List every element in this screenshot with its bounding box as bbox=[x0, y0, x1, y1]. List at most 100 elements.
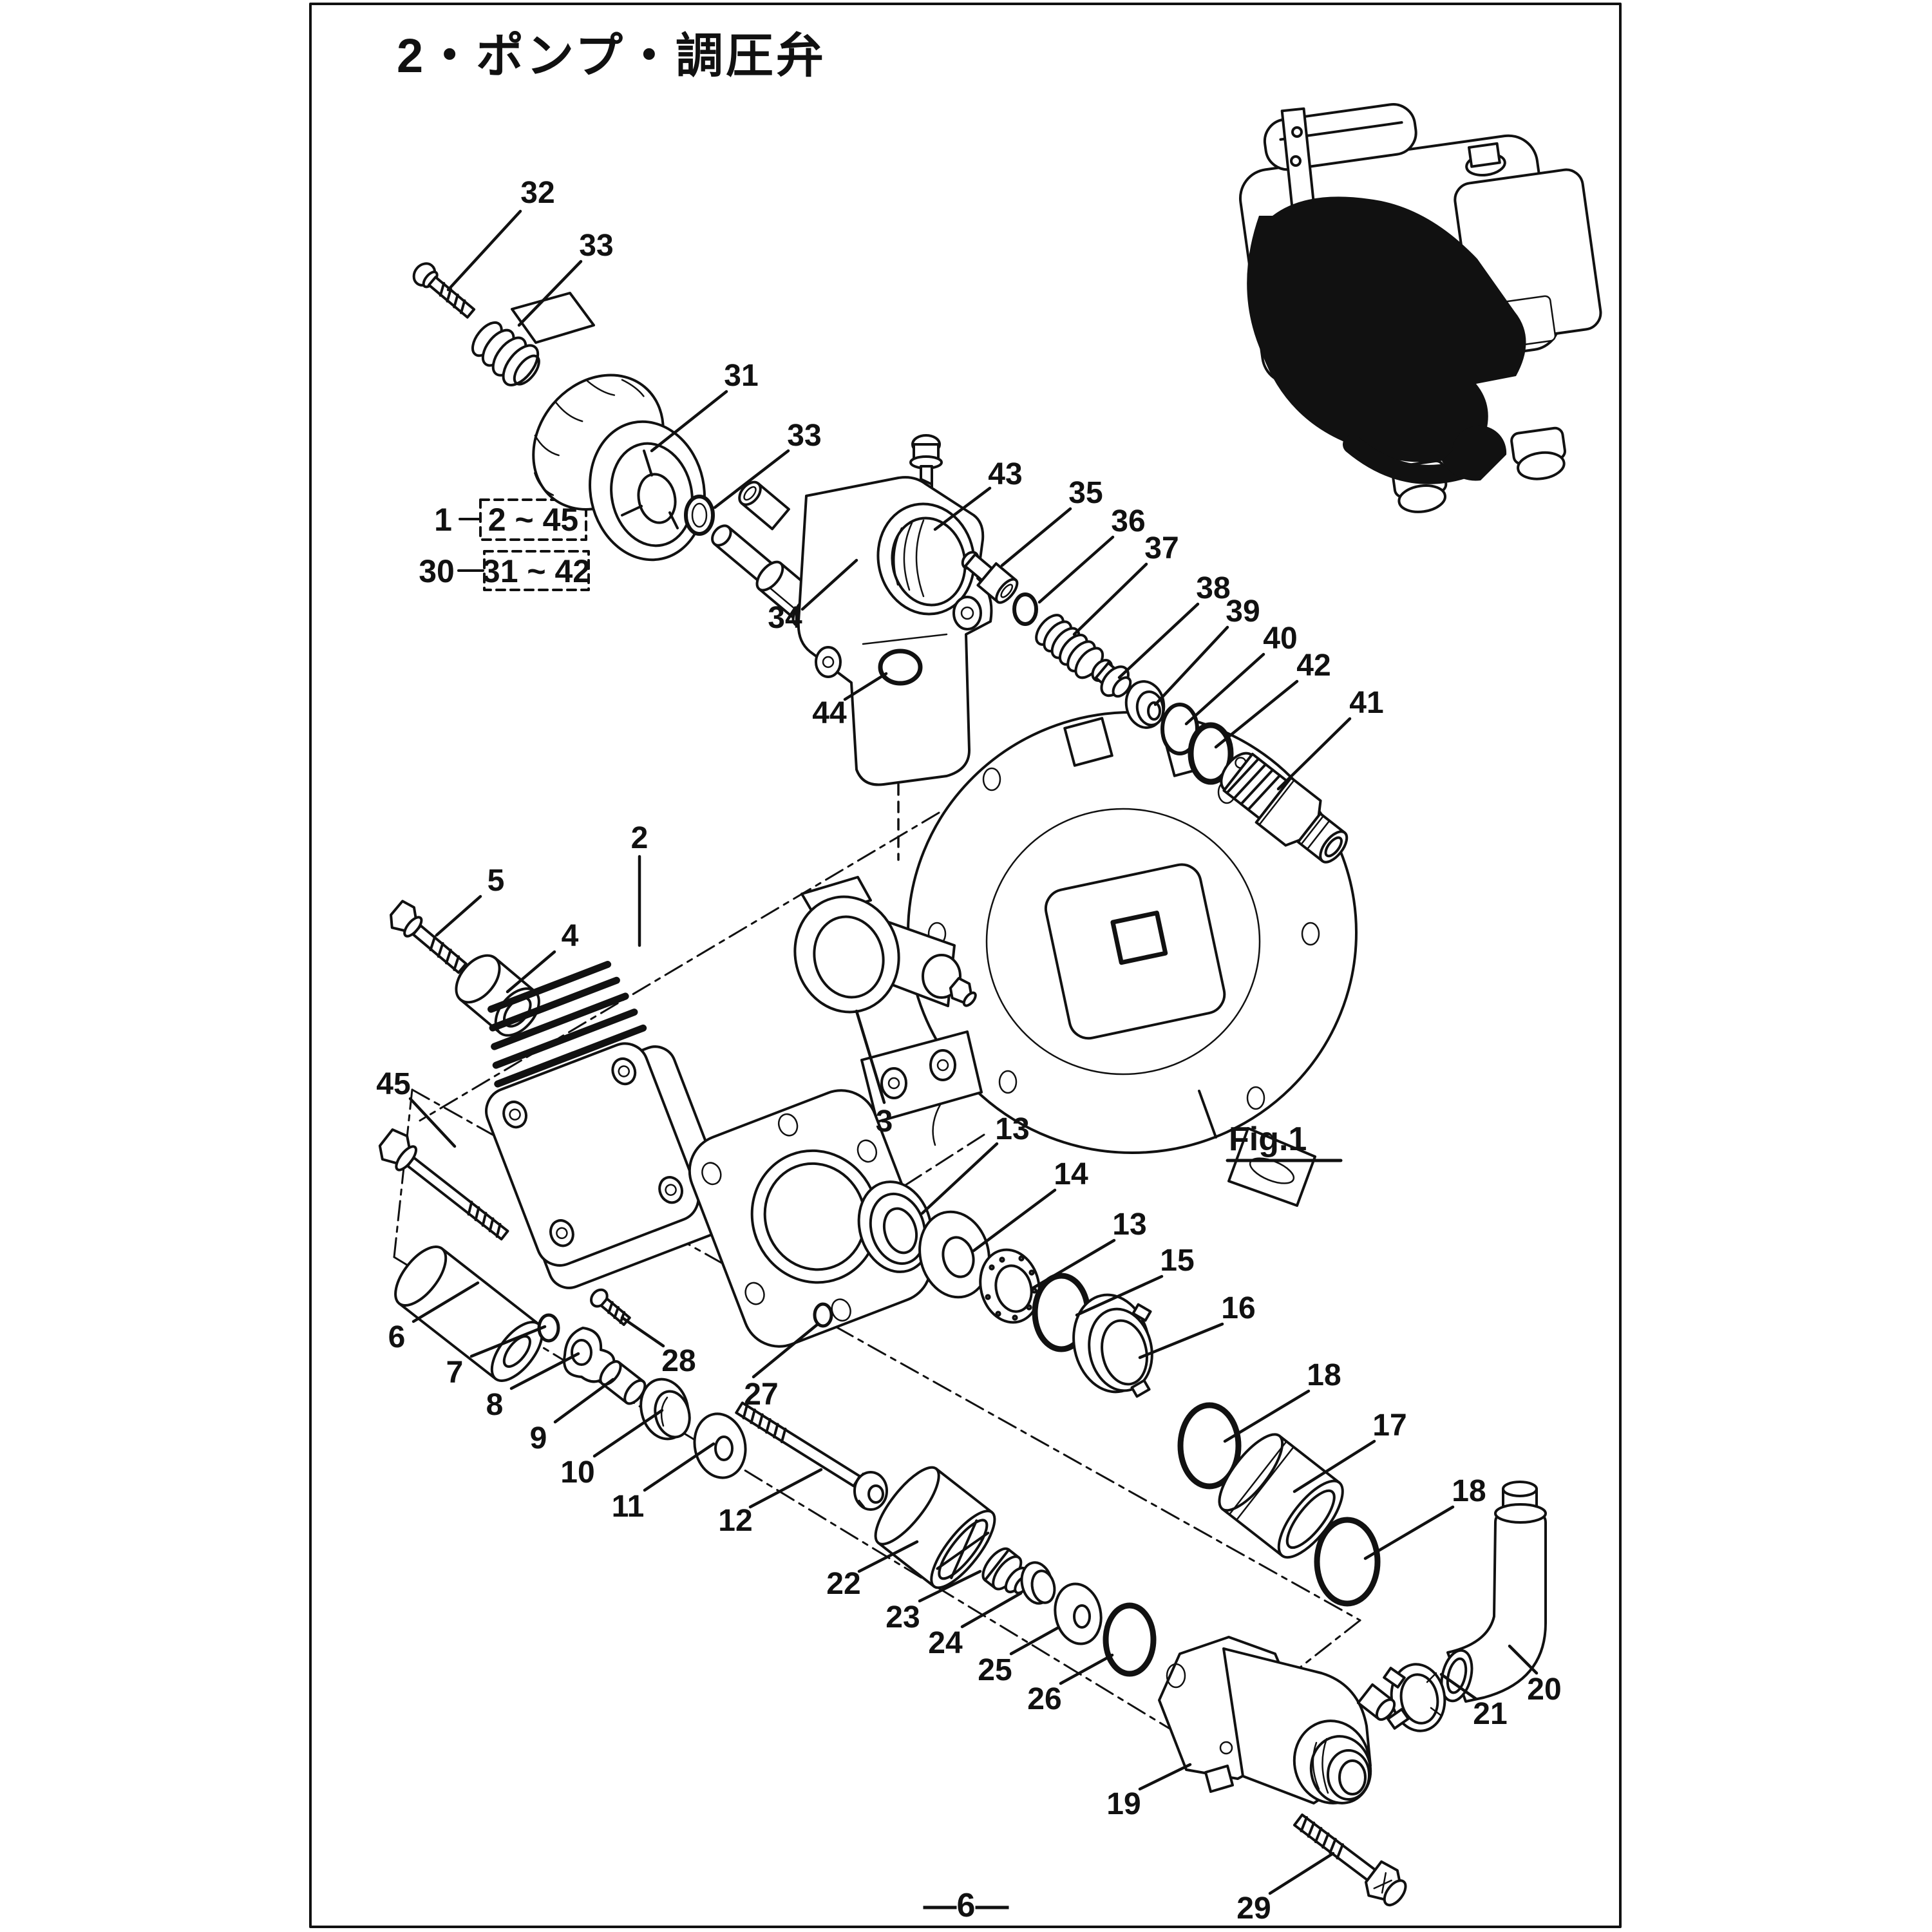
part-27-oring bbox=[813, 1302, 833, 1328]
reference-unit-illustration bbox=[1238, 103, 1602, 513]
part-24-cup-seal bbox=[1020, 1561, 1056, 1605]
part-label-17: 17 bbox=[1372, 1408, 1406, 1443]
part-35-plug bbox=[961, 551, 1019, 604]
part-17-piston bbox=[1218, 1433, 1344, 1559]
page-title: 2・ポンプ・調圧弁 bbox=[397, 29, 826, 82]
part-label-21: 21 bbox=[1473, 1697, 1507, 1731]
part-45-bolt bbox=[378, 1128, 509, 1241]
part-label-41: 41 bbox=[1349, 686, 1383, 720]
leader-line-34-13 bbox=[800, 558, 858, 611]
part-37-spring bbox=[1035, 614, 1104, 679]
part-label-15: 15 bbox=[1160, 1244, 1194, 1278]
leader-line-39-9 bbox=[1153, 625, 1229, 706]
leader-line-26-41 bbox=[1059, 1653, 1114, 1685]
leader-line-15-25 bbox=[1075, 1274, 1164, 1317]
leader-line-36-6 bbox=[1037, 535, 1115, 604]
leader-line-7-31 bbox=[469, 1325, 547, 1358]
part-label-32: 32 bbox=[520, 176, 554, 210]
part-label-36: 36 bbox=[1111, 504, 1145, 538]
part-33-oring bbox=[684, 495, 715, 536]
part-label-5: 5 bbox=[488, 864, 505, 898]
part-9-bushing bbox=[599, 1360, 647, 1405]
part-36-oring bbox=[1012, 592, 1038, 626]
part-41-fitting bbox=[1220, 752, 1349, 864]
leader-line-19-42 bbox=[1138, 1763, 1192, 1791]
part-12-bolt bbox=[735, 1401, 888, 1511]
leader-line-24-39 bbox=[960, 1591, 1023, 1629]
part-label-12: 12 bbox=[718, 1504, 752, 1538]
leader-line-28-20 bbox=[620, 1316, 665, 1348]
group-box-30: 30 31 ~ 42 bbox=[419, 550, 591, 591]
leader-line-22-37 bbox=[857, 1540, 919, 1573]
leader-line-23-38 bbox=[918, 1569, 982, 1603]
part-20-elbow-pipe bbox=[1440, 1481, 1547, 1703]
part-18-oring-a bbox=[1177, 1402, 1242, 1490]
part-14-washer bbox=[918, 1210, 990, 1299]
part-label-16: 16 bbox=[1221, 1291, 1255, 1325]
part-38-poppet bbox=[1091, 659, 1132, 698]
part-label-14: 14 bbox=[1054, 1157, 1088, 1191]
page-number: —6— bbox=[923, 1887, 1009, 1924]
part-label-31: 31 bbox=[724, 359, 758, 393]
part-18-oring-b bbox=[1314, 1517, 1381, 1607]
part-39-seat bbox=[1124, 680, 1166, 729]
part-label-8: 8 bbox=[486, 1388, 504, 1422]
part-label-18: 18 bbox=[1307, 1358, 1341, 1392]
svg-text:31 ~ 42: 31 ~ 42 bbox=[482, 553, 591, 589]
leader-line-21-45 bbox=[1439, 1672, 1478, 1701]
svg-text:30: 30 bbox=[419, 553, 455, 589]
part-label-10: 10 bbox=[560, 1455, 594, 1490]
part-label-4: 4 bbox=[562, 919, 579, 953]
part-label-26: 26 bbox=[1027, 1682, 1061, 1716]
leader-line-3-19 bbox=[855, 1009, 886, 1104]
leader-line-27-21 bbox=[752, 1322, 820, 1379]
leader-line-33-3 bbox=[713, 449, 790, 509]
leader-line-40-10 bbox=[1184, 652, 1265, 726]
part-26-oring bbox=[1103, 1602, 1157, 1677]
part-6-piston-pin bbox=[394, 1245, 544, 1382]
leader-line-37-7 bbox=[1072, 562, 1148, 636]
part-label-38: 38 bbox=[1196, 571, 1230, 605]
part-label-33: 33 bbox=[579, 229, 613, 263]
part-31-knob bbox=[532, 374, 706, 562]
part-11-washer bbox=[693, 1412, 747, 1479]
leader-line-16-26 bbox=[1138, 1322, 1224, 1359]
part-25-washer bbox=[1054, 1582, 1103, 1645]
group-box-1: 1 2 ~ 45 bbox=[434, 498, 587, 541]
leader-line-18-27 bbox=[1223, 1389, 1311, 1443]
part-22-cylinder bbox=[874, 1466, 996, 1589]
leader-line-14-23 bbox=[972, 1188, 1057, 1253]
part-29-bolt bbox=[1293, 1814, 1407, 1907]
part-44-oring bbox=[878, 649, 923, 686]
leader-line-8-32 bbox=[509, 1352, 580, 1390]
leader-line-32-0 bbox=[446, 209, 522, 292]
part-label-23: 23 bbox=[886, 1600, 920, 1634]
part-label-29: 29 bbox=[1236, 1891, 1271, 1926]
part-23-packing bbox=[981, 1547, 1031, 1595]
leader-line-6-30 bbox=[412, 1281, 480, 1323]
part-label-3: 3 bbox=[876, 1104, 893, 1139]
part-34-valve-body bbox=[738, 476, 993, 786]
part-21-clamp-ring bbox=[1383, 1663, 1446, 1732]
part-label-20: 20 bbox=[1527, 1672, 1561, 1707]
part-label-40: 40 bbox=[1263, 621, 1297, 656]
part-label-43: 43 bbox=[988, 457, 1022, 491]
part-3-clamp bbox=[793, 876, 977, 1014]
leader-line-31-2 bbox=[650, 390, 728, 453]
leader-line-4-17 bbox=[506, 950, 556, 994]
svg-text:Fig.1: Fig.1 bbox=[1229, 1121, 1307, 1158]
part-label-19: 19 bbox=[1106, 1787, 1141, 1821]
part-13-oil-seal-a bbox=[857, 1180, 933, 1273]
part-19-valve-assy bbox=[1158, 1636, 1396, 1804]
leader-line-20-44 bbox=[1508, 1644, 1539, 1675]
part-2-cylinder-head bbox=[485, 961, 734, 1289]
part-label-37: 37 bbox=[1144, 531, 1179, 565]
part-42-oring bbox=[1188, 722, 1234, 785]
part-33-spring-seat bbox=[471, 292, 595, 386]
page-border-frame bbox=[309, 3, 1622, 1928]
part-pump-body bbox=[688, 1030, 983, 1348]
part-16-collar bbox=[1072, 1293, 1153, 1398]
leader-line-29-43 bbox=[1268, 1852, 1335, 1895]
leader-line-17-28 bbox=[1293, 1439, 1376, 1493]
